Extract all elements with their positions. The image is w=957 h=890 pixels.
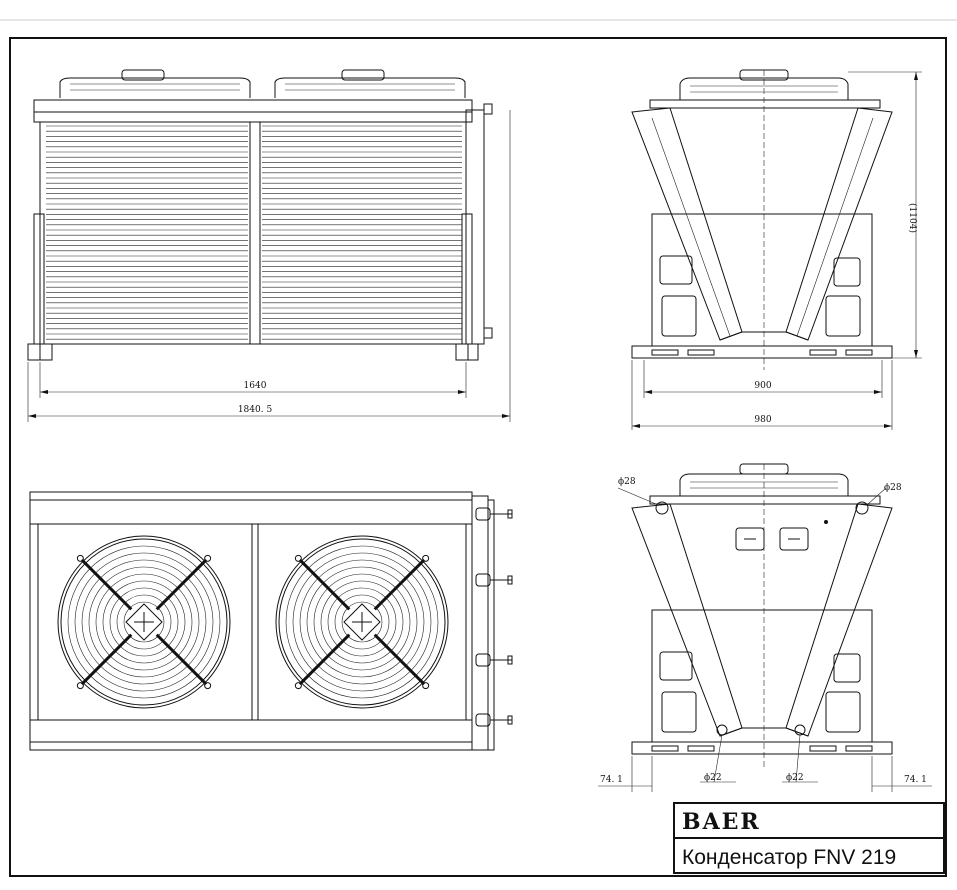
dim-width-outer: 980 — [754, 415, 771, 425]
label-pipe-28-left: ϕ28 — [618, 477, 636, 487]
section-view: ϕ28 ϕ28 ϕ22 ϕ22 74. 1 74. 1 — [598, 463, 932, 792]
brand-name: BAER — [682, 809, 761, 835]
dim-height: (1104) — [907, 203, 918, 233]
dim-length-inner: 1640 — [244, 381, 267, 391]
side-view: (1104) 900 980 — [631, 69, 922, 430]
model-name: Конденсатор FNV 219 — [682, 846, 896, 869]
dim-offset-right: 74. 1 — [904, 775, 927, 785]
top-view — [29, 491, 513, 751]
dim-width-inner: 900 — [754, 381, 771, 391]
label-pipe-22-right: ϕ22 — [786, 773, 804, 783]
front-view: 1640 1840. 5 — [27, 69, 511, 422]
dim-length-overall: 1840. 5 — [238, 405, 273, 415]
dim-offset-left: 74. 1 — [600, 775, 623, 785]
label-pipe-28-right: ϕ28 — [884, 483, 902, 493]
title-block: BAER Конденсатор FNV 219 — [673, 802, 945, 874]
label-pipe-22-left: ϕ22 — [704, 773, 722, 783]
fan-2-icon — [275, 535, 449, 709]
fan-1-icon — [57, 535, 231, 709]
drawing-frame — [9, 37, 947, 877]
